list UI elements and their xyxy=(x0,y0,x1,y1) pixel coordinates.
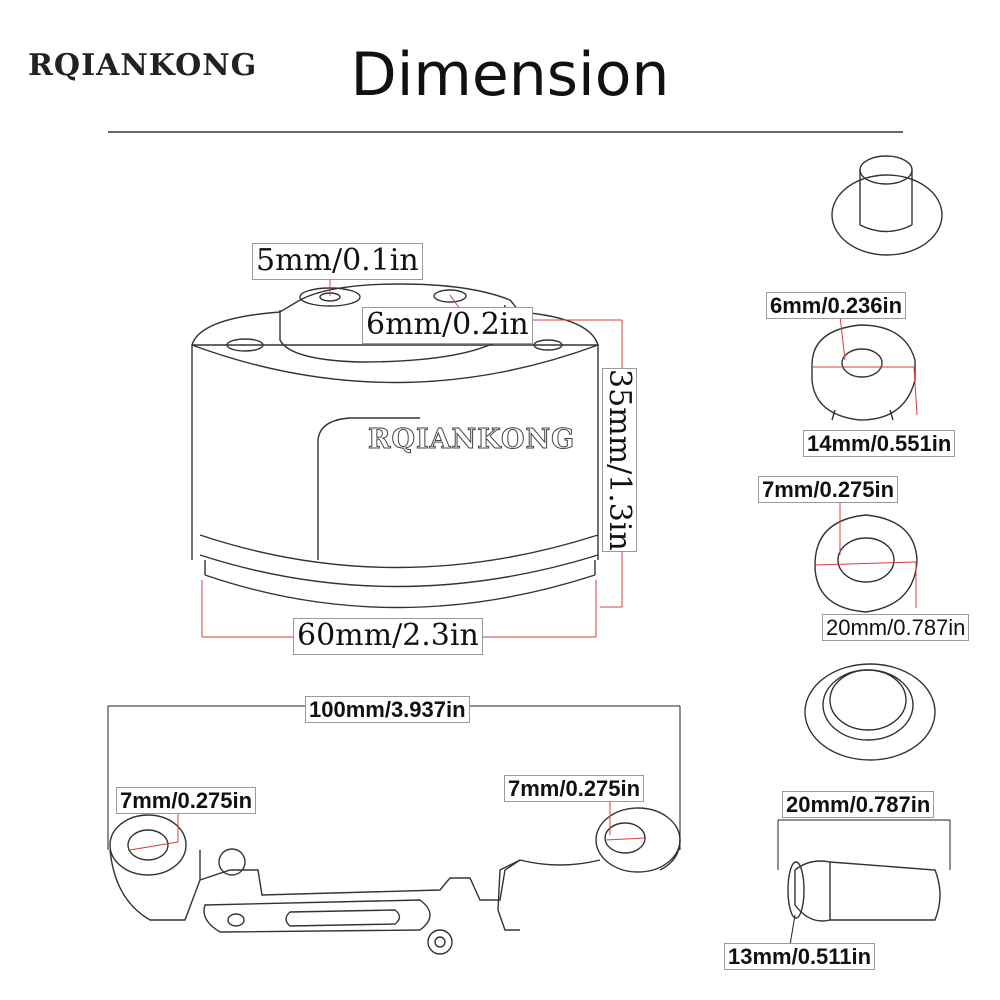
washer-top-drawing xyxy=(831,155,943,256)
top-hole-label: 5mm/0.1in xyxy=(252,243,423,280)
spacer-drawing xyxy=(787,860,941,922)
washer-small-drawing xyxy=(811,324,916,421)
washer-small-inner-label: 6mm/0.236in xyxy=(766,292,907,320)
measure-lines xyxy=(107,705,951,946)
height-label: 35mm/1.3in xyxy=(602,368,637,552)
width-label: 60mm/2.3in xyxy=(293,618,483,655)
dimension-lines xyxy=(129,278,918,851)
washer-large-inner-label: 7mm/0.275in xyxy=(758,476,899,504)
side-hole-label: 6mm/0.2in xyxy=(362,307,533,344)
cup-drawing xyxy=(804,663,936,761)
bracket-right-hole-label: 7mm/0.275in xyxy=(504,775,645,803)
washer-small-outer-label: 14mm/0.551in xyxy=(803,430,956,458)
bracket-drawing xyxy=(109,807,681,955)
bracket-left-hole-label: 7mm/0.275in xyxy=(116,787,257,815)
bracket-length-label: 100mm/3.937in xyxy=(305,696,470,724)
spacer-diameter-label: 13mm/0.511in xyxy=(724,943,876,971)
reservoir-engraving: RQIANKONG xyxy=(367,424,576,456)
spacer-length-label: 20mm/0.787in xyxy=(782,791,935,819)
page-title: Dimension xyxy=(350,40,670,110)
washer-large-outer-label: 20mm/0.787in xyxy=(822,614,970,642)
brand-logo: RQIANKONG xyxy=(28,48,258,83)
